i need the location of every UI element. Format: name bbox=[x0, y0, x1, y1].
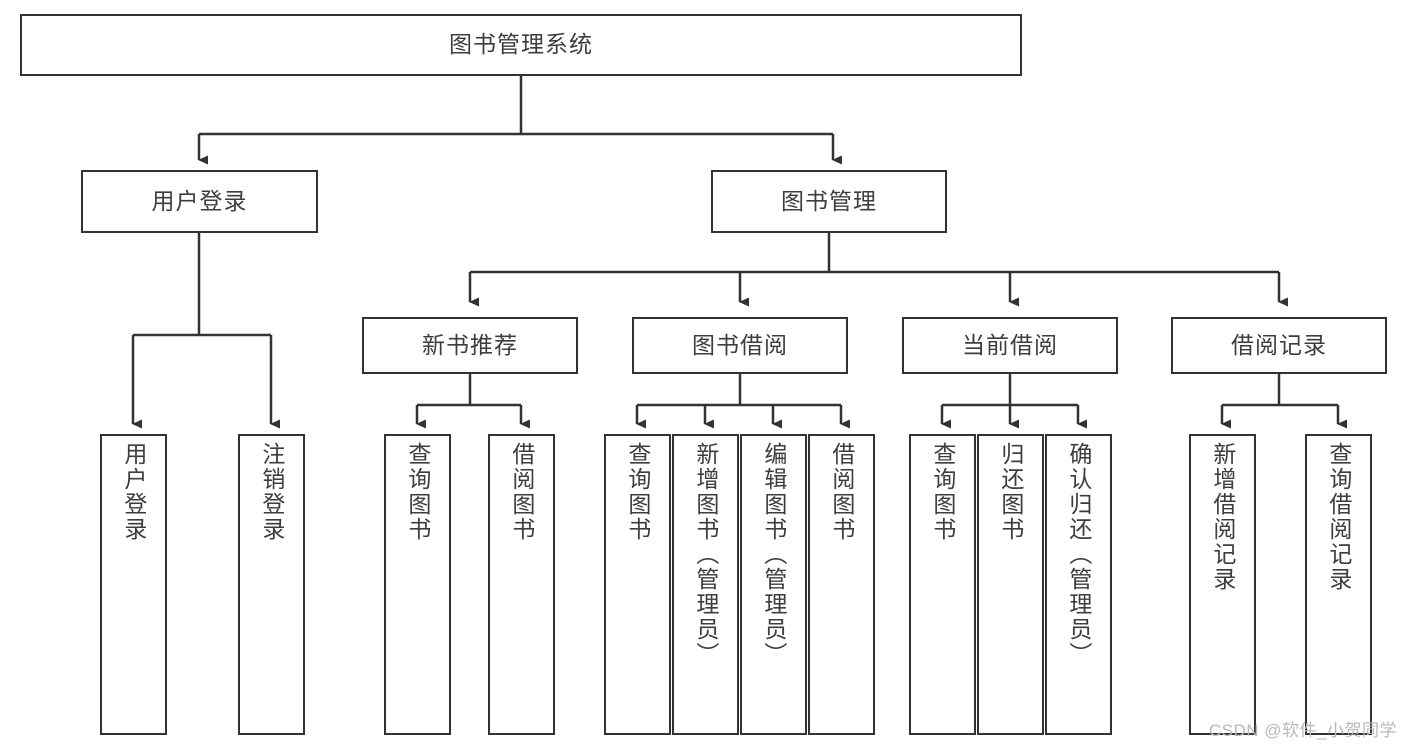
node-book-management-label: 图书管理 bbox=[781, 187, 877, 214]
leaf-current-query-book-label: 查询图书 bbox=[929, 442, 956, 542]
leaf-record-query-record-label: 查询借阅记录 bbox=[1325, 442, 1352, 592]
node-book-management[interactable]: 图书管理 bbox=[711, 170, 947, 233]
node-new-book-recommend-label: 新书推荐 bbox=[422, 331, 518, 358]
leaf-current-confirm-return-admin[interactable]: 确认归还（管理员） bbox=[1045, 434, 1112, 735]
leaf-user-login-logout[interactable]: 注销登录 bbox=[238, 434, 305, 735]
node-borrow-record[interactable]: 借阅记录 bbox=[1171, 317, 1387, 374]
leaf-user-login-login[interactable]: 用户登录 bbox=[100, 434, 167, 735]
node-borrow-record-label: 借阅记录 bbox=[1231, 331, 1327, 358]
leaf-current-return-book-label: 归还图书 bbox=[997, 442, 1024, 542]
node-root-system[interactable]: 图书管理系统 bbox=[20, 14, 1022, 76]
node-user-login[interactable]: 用户登录 bbox=[81, 170, 318, 233]
node-current-borrow[interactable]: 当前借阅 bbox=[902, 317, 1118, 374]
leaf-borrow-query-book-label: 查询图书 bbox=[624, 442, 651, 542]
leaf-recommend-query-book-label: 查询图书 bbox=[404, 442, 431, 542]
leaf-user-login-login-label: 用户登录 bbox=[120, 442, 147, 542]
leaf-borrow-add-book-admin-label: 新增图书（管理员） bbox=[692, 442, 719, 667]
leaf-current-confirm-return-admin-label: 确认归还（管理员） bbox=[1065, 442, 1092, 667]
leaf-recommend-query-book[interactable]: 查询图书 bbox=[384, 434, 451, 735]
leaf-borrow-borrow-book-label: 借阅图书 bbox=[828, 442, 855, 542]
node-new-book-recommend[interactable]: 新书推荐 bbox=[362, 317, 578, 374]
leaf-borrow-add-book-admin[interactable]: 新增图书（管理员） bbox=[672, 434, 739, 735]
leaf-recommend-borrow-book[interactable]: 借阅图书 bbox=[488, 434, 555, 735]
leaf-current-return-book[interactable]: 归还图书 bbox=[977, 434, 1044, 735]
node-book-borrow[interactable]: 图书借阅 bbox=[632, 317, 848, 374]
leaf-record-add-record-label: 新增借阅记录 bbox=[1209, 442, 1236, 592]
leaf-record-add-record[interactable]: 新增借阅记录 bbox=[1189, 434, 1256, 735]
leaf-current-query-book[interactable]: 查询图书 bbox=[909, 434, 976, 735]
node-root-system-label: 图书管理系统 bbox=[449, 31, 593, 58]
csdn-watermark: CSDN @软件_小贺同学 bbox=[1208, 721, 1397, 740]
node-book-borrow-label: 图书借阅 bbox=[692, 331, 788, 358]
leaf-borrow-edit-book-admin-label: 编辑图书（管理员） bbox=[760, 442, 787, 667]
leaf-borrow-query-book[interactable]: 查询图书 bbox=[604, 434, 671, 735]
node-user-login-label: 用户登录 bbox=[151, 187, 248, 214]
node-current-borrow-label: 当前借阅 bbox=[962, 331, 1058, 358]
leaf-recommend-borrow-book-label: 借阅图书 bbox=[508, 442, 535, 542]
leaf-borrow-borrow-book[interactable]: 借阅图书 bbox=[808, 434, 875, 735]
leaf-borrow-edit-book-admin[interactable]: 编辑图书（管理员） bbox=[740, 434, 807, 735]
leaf-record-query-record[interactable]: 查询借阅记录 bbox=[1305, 434, 1372, 735]
leaf-user-login-logout-label: 注销登录 bbox=[258, 442, 285, 542]
